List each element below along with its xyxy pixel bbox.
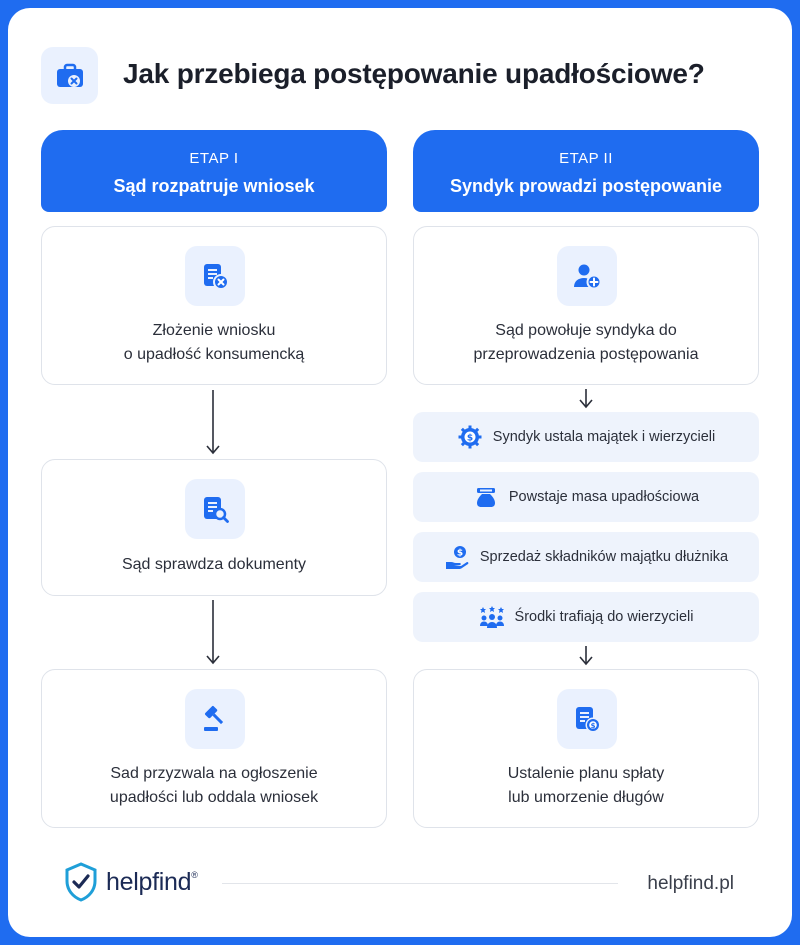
substep: $ Syndyk ustala majątek i wierzycieli (413, 412, 759, 462)
shield-icon (65, 862, 97, 902)
document-gear-icon: $ (557, 689, 617, 749)
brand-name: helpfind® (106, 868, 198, 897)
stage-2-label: ETAP II (559, 150, 613, 167)
step-text: Złożenie wniosku o upadłość konsumencką (123, 322, 305, 363)
step-text: Sad przyzwala na ogłoszenie upadłości lu… (109, 765, 319, 806)
stage-2-name: Syndyk prowadzi postępowanie (449, 176, 723, 196)
money-bag-icon (473, 484, 499, 510)
document-x-icon (185, 246, 245, 306)
substep-text: Powstaje masa upadłościowa (508, 489, 700, 505)
hand-coin-icon: $ (444, 544, 470, 570)
arrow-down-icon (206, 600, 220, 665)
brand-text: helpfind (106, 867, 192, 896)
step-box: Sąd sprawdza dokumenty (41, 459, 387, 596)
group-icon (479, 604, 505, 630)
brand-logo[interactable]: helpfind® (64, 862, 198, 902)
step-box: Sad przyzwala na ogłoszenie upadłości lu… (41, 669, 387, 828)
stage-1-label: ETAP I (189, 150, 239, 167)
step-box: $ Ustalenie planu spłaty lub umorzenie d… (413, 669, 759, 828)
user-add-icon (557, 246, 617, 306)
step-text: Ustalenie planu spłaty lub umorzenie dłu… (507, 765, 665, 806)
svg-text:$: $ (591, 722, 596, 730)
gavel-icon (185, 689, 245, 749)
svg-text:$: $ (457, 549, 463, 559)
stage-1-header: ETAP I Sąd rozpatruje wniosek (41, 130, 387, 212)
arrow-down-icon (579, 389, 593, 409)
brand-registered-mark: ® (191, 869, 198, 880)
substep: $ Sprzedaż składników majątku dłużnika (413, 532, 759, 582)
step-box: Sąd powołuje syndyka do przeprowadzenia … (413, 226, 759, 385)
stage-2-header: ETAP II Syndyk prowadzi postępowanie (413, 130, 759, 212)
arrow-down-icon (579, 646, 593, 666)
document-search-icon (185, 479, 245, 539)
substep-text: Sprzedaż składników majątku dłużnika (479, 549, 729, 565)
step-text: Sąd powołuje syndyka do przeprowadzenia … (473, 322, 699, 363)
step-box: Złożenie wniosku o upadłość konsumencką (41, 226, 387, 385)
arrow-down-icon (206, 390, 220, 455)
step-text: Sąd sprawdza dokumenty (121, 556, 307, 573)
dollar-gear-icon: $ (457, 424, 483, 450)
substep: Powstaje masa upadłościowa (413, 472, 759, 522)
substep-text: Syndyk ustala majątek i wierzycieli (492, 429, 716, 445)
page-title: Jak przebiega postępowanie upadłościowe? (123, 58, 705, 89)
briefcase-x-icon (41, 47, 98, 104)
svg-text:$: $ (467, 434, 473, 444)
substep-text: Środki trafiają do wierzycieli (514, 609, 694, 625)
substep: Środki trafiają do wierzycieli (413, 592, 759, 642)
site-link[interactable]: helpfind.pl (647, 873, 734, 894)
footer-divider (222, 883, 618, 884)
stage-1-name: Sąd rozpatruje wniosek (113, 176, 315, 196)
